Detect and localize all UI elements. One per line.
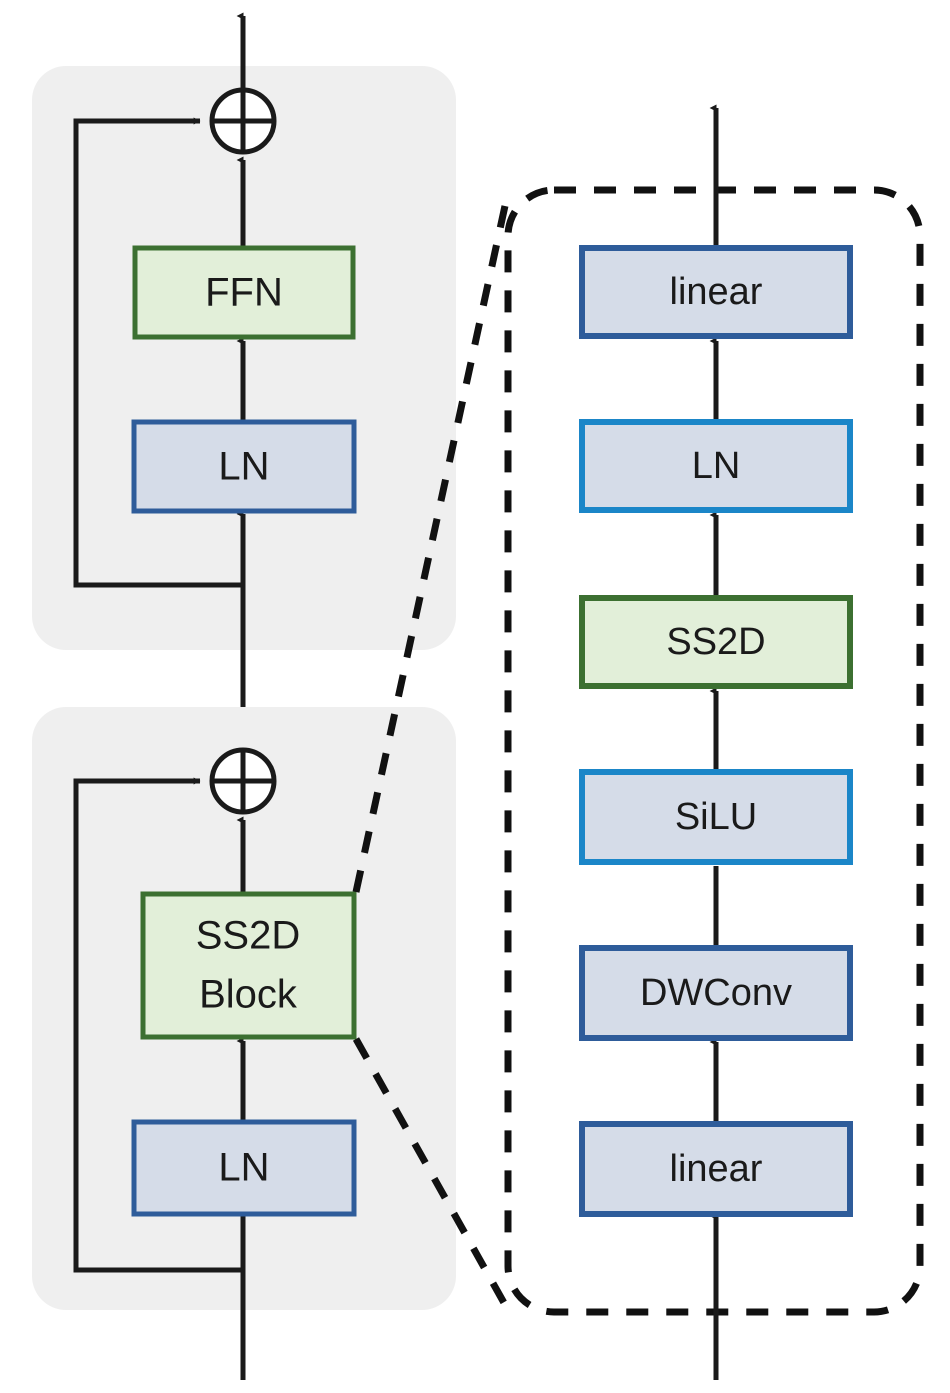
block-silu[interactable] [579, 769, 853, 865]
block-linear-in-label: linear [670, 1148, 763, 1190]
block-ln-upper-label: LN [218, 445, 269, 489]
block-ln-lower-label: LN [218, 1146, 269, 1190]
block-ss2d-right[interactable] [579, 595, 853, 689]
block-linear-out-label: linear [670, 271, 763, 313]
block-ss2d-block-label-line2: Block [199, 973, 298, 1017]
block-ss2d-block-label-line1: SS2D [196, 914, 301, 958]
residual-skip-lower [73, 777, 243, 1273]
block-ln-upper[interactable] [131, 419, 357, 514]
block-silu-label: SiLU [675, 796, 757, 838]
block-dwconv[interactable] [579, 945, 853, 1041]
block-linear-in[interactable] [579, 1121, 853, 1217]
block-ffn-label: FFN [205, 271, 283, 315]
block-dwconv-label: DWConv [640, 972, 792, 1014]
block-ln-right-label: LN [692, 445, 741, 487]
block-ln-lower[interactable] [131, 1119, 357, 1217]
block-linear-out[interactable] [579, 245, 853, 339]
block-ffn[interactable] [132, 245, 356, 340]
callout-line-lower [352, 1037, 512, 1312]
block-ss2d-right-label: SS2D [666, 621, 765, 663]
block-ln-right[interactable] [579, 419, 853, 513]
residual-skip-upper [73, 117, 243, 588]
block-ss2d-block[interactable] [140, 891, 357, 1040]
